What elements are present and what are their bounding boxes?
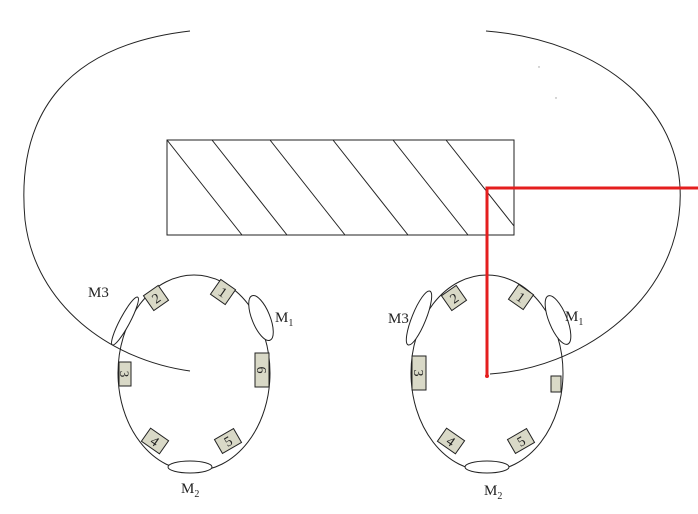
left-label-m1: M1	[275, 310, 293, 329]
left-label-m3: M3	[88, 285, 109, 301]
left-ring: 2 1 6 5 4 3 M1 M3 M2	[88, 274, 293, 500]
hatch-line	[332, 139, 409, 236]
outer-loop-right-arc	[485, 30, 681, 375]
right-label-m1: M1	[565, 309, 583, 328]
left-magnet-2: 2	[142, 284, 170, 312]
magnet-label: 3	[117, 371, 132, 378]
left-mirror-m2	[167, 460, 213, 474]
right-magnet-1: 1	[507, 283, 535, 311]
left-mirror-m1	[248, 294, 274, 342]
hatched-block	[166, 139, 515, 236]
right-magnet-6	[550, 375, 562, 393]
left-ring-orbit	[117, 274, 271, 472]
hatch-line	[166, 139, 243, 236]
highlighted-beam-path	[485, 186, 698, 376]
hatched-block-outline	[166, 139, 515, 236]
right-magnet-2: 2	[440, 284, 468, 312]
right-mirror-m1	[544, 295, 572, 345]
magnet-label: 6	[253, 367, 268, 374]
left-magnet-5: 5	[213, 427, 243, 455]
hatch-line	[392, 139, 469, 236]
left-mirror-m3	[111, 296, 139, 346]
outer-loop-left-arc	[23, 30, 191, 372]
hatch-line	[269, 139, 346, 236]
left-magnet-3: 3	[117, 361, 132, 387]
hatch-line	[211, 139, 288, 236]
right-mirror-m3	[405, 290, 433, 346]
left-label-m2: M2	[181, 481, 199, 500]
speck	[555, 97, 557, 99]
left-magnet-4: 4	[140, 427, 170, 455]
magnet-label: 3	[410, 370, 425, 377]
right-label-m3: M3	[388, 311, 409, 327]
beam-path-endpoint	[485, 374, 489, 378]
right-label-m2: M2	[484, 483, 502, 502]
left-magnet-6: 6	[253, 352, 270, 388]
right-magnet-4: 4	[436, 427, 466, 455]
right-magnet-5: 5	[506, 427, 536, 455]
right-mirror-m2	[464, 460, 510, 474]
hatch-line	[445, 139, 515, 227]
right-magnet-3: 3	[410, 355, 427, 391]
speck	[538, 66, 540, 68]
left-magnet-1: 1	[209, 278, 237, 306]
